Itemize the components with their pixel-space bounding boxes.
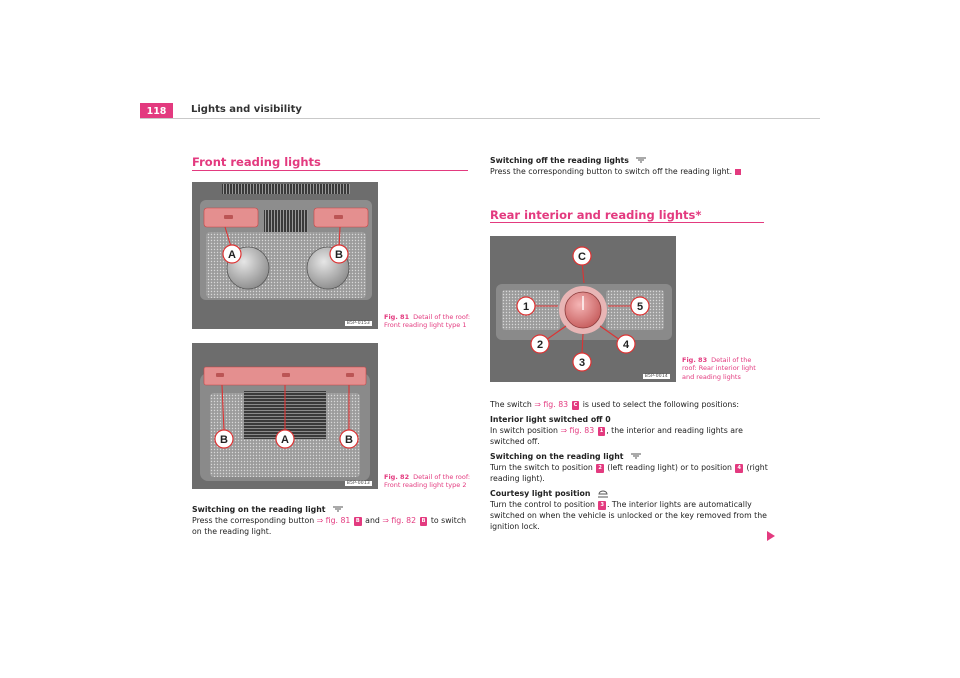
body-text: (left reading light) or to position (607, 463, 732, 472)
figure-code: B5P-0013 (344, 481, 372, 486)
subheading-switching-off: Switching off the reading lights (490, 156, 629, 165)
caption-text: Detail of the roof: Rear interior light … (682, 356, 756, 381)
figure-reference-link[interactable]: ⇒ fig. 82 (382, 516, 417, 525)
callout-badge: C (571, 401, 580, 410)
reading-light-icon (333, 506, 343, 512)
callout-3: 3 (579, 357, 585, 369)
body-text: (right reading light). (490, 463, 768, 483)
callout-badge: B (419, 517, 428, 526)
callout-1: 1 (523, 301, 529, 313)
roof-console-illustration: A B (192, 182, 378, 329)
body-text: and (365, 516, 380, 525)
callout-b-right: B (345, 434, 353, 446)
callout-5: 5 (637, 301, 643, 313)
callout-badge: 3 (598, 501, 606, 510)
callout-2: 2 (537, 339, 543, 351)
body-text: . The interior lights are automatically … (490, 500, 767, 531)
figure-label: Fig. 83 (682, 356, 708, 364)
switching-on-block: Switching on the reading light Press the… (192, 504, 470, 537)
figure-label: Fig. 82 (384, 473, 410, 481)
body-text: to switch on the reading light. (192, 516, 467, 536)
callout-b-left: B (220, 434, 228, 446)
figure-82-front-reading-light-type-2: B A B B5P-0013 (192, 343, 378, 489)
subheading-courtesy-light: Courtesy light position (490, 489, 591, 498)
page-number: 118 (140, 103, 173, 119)
body-text: is used to select the following position… (582, 400, 740, 409)
subheading-switching-on-rear: Switching on the reading light (490, 452, 624, 461)
section-rule-front (192, 170, 468, 171)
switching-off-block: Switching off the reading lights Press t… (490, 155, 770, 177)
body-text: In switch position (490, 426, 558, 435)
callout-badge: 4 (735, 464, 743, 473)
figure-81-front-reading-light-type-1: A B B5P-0153 (192, 182, 378, 329)
continue-arrow-icon (767, 531, 775, 541)
header-divider (140, 118, 820, 119)
roof-console-illustration: B A B (192, 343, 378, 489)
chapter-title: Lights and visibility (191, 104, 302, 115)
figure-code: B5P-0153 (344, 321, 372, 326)
figure-code: B5P-0014 (642, 374, 670, 379)
callout-4: 4 (623, 339, 630, 351)
section-rule-rear (490, 222, 764, 223)
reading-light-icon (636, 157, 647, 163)
callout-badge: B (353, 517, 362, 526)
rear-lights-text-block: The switch ⇒ fig. 83 C is used to select… (490, 399, 770, 532)
section-title-front-reading-lights: Front reading lights (192, 155, 321, 169)
section-end-marker (735, 169, 742, 175)
body-text: Turn the control to position (490, 500, 595, 509)
callout-a: A (228, 249, 236, 261)
callout-c: C (578, 251, 586, 263)
caption-text: Detail of the roof: Front reading light … (384, 473, 471, 490)
body-text: Turn the switch to position (490, 463, 593, 472)
subheading-interior-light-off: Interior light switched off 0 (490, 415, 611, 424)
figure-83-rear-interior-light: C 1 5 2 4 3 B5P-0014 (490, 236, 676, 382)
reading-light-icon (631, 453, 641, 459)
callout-badge: 1 (597, 427, 606, 436)
body-text: Press the corresponding button (192, 516, 315, 525)
section-title-rear-interior-lights: Rear interior and reading lights* (490, 208, 702, 222)
figure-reference-link[interactable]: ⇒ fig. 83 (560, 426, 595, 435)
figure-reference-link[interactable]: ⇒ fig. 81 (316, 516, 351, 525)
figure-reference-link[interactable]: ⇒ fig. 83 (534, 400, 569, 409)
body-text: The switch (490, 400, 532, 409)
body-text: , the interior and reading lights are sw… (490, 426, 743, 446)
caption-text: Detail of the roof: Front reading light … (384, 313, 471, 330)
rear-light-switch-illustration: C 1 5 2 4 3 (490, 236, 676, 382)
callout-a: A (281, 434, 289, 446)
subheading-switching-on: Switching on the reading light (192, 505, 326, 514)
courtesy-light-icon (597, 490, 608, 498)
callout-badge: 2 (596, 464, 604, 473)
callout-b: B (335, 249, 343, 261)
body-text: Press the corresponding button to switch… (490, 167, 733, 176)
figure-label: Fig. 81 (384, 313, 410, 321)
